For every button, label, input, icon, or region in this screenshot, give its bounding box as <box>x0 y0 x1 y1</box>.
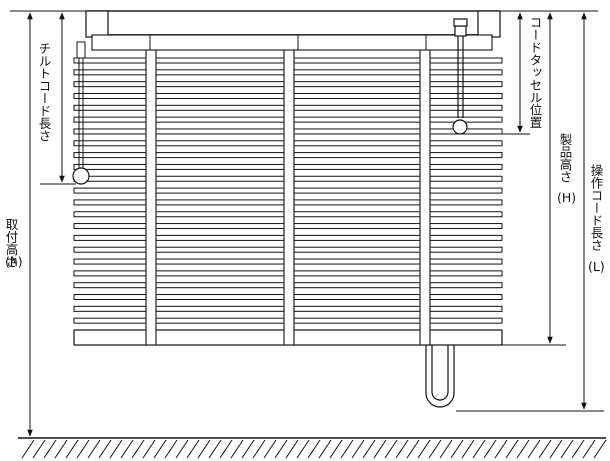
hatch-line <box>296 439 310 459</box>
hatch-line <box>54 439 68 459</box>
hatch-line <box>76 439 90 459</box>
dimension-operation-cord-length <box>456 12 604 412</box>
hatch-line <box>384 439 398 459</box>
hatch-line <box>329 439 343 459</box>
hatch-line <box>450 439 464 459</box>
floor-hatching <box>21 439 607 459</box>
hatch-line <box>417 439 431 459</box>
head-rail <box>85 10 501 51</box>
hatch-line <box>593 439 607 459</box>
ladder-tape <box>419 39 431 346</box>
mounting-height-symbol: (h) <box>5 254 23 269</box>
hatch-line <box>153 439 167 459</box>
product-height-label: 製品高さ <box>558 133 573 183</box>
hatch-line <box>98 439 112 459</box>
hatch-line <box>516 439 530 459</box>
hatch-line <box>120 439 134 459</box>
bracket-right <box>477 10 501 38</box>
hatch-line <box>131 439 145 459</box>
hatch-line <box>197 439 211 459</box>
hatch-line <box>65 439 79 459</box>
hatch-line <box>571 439 585 459</box>
dimension-product-height <box>500 12 566 346</box>
hatch-line <box>164 439 178 459</box>
floor <box>18 437 607 459</box>
hatch-line <box>32 439 46 459</box>
hatch-line <box>252 439 266 459</box>
rail-front <box>91 34 493 51</box>
operation-cord-length-symbol: (L) <box>588 259 605 274</box>
hatch-line <box>43 439 57 459</box>
hatch-line <box>428 439 442 459</box>
hatch-line <box>395 439 409 459</box>
hatch-line <box>142 439 156 459</box>
hatch-line <box>439 439 453 459</box>
dimension-cord-tassel-position <box>468 10 598 135</box>
hatch-line <box>263 439 277 459</box>
hatch-line <box>461 439 475 459</box>
operation-cord-tassel[interactable] <box>452 119 468 135</box>
cord-tassel-position-label: コードタッセル位置 <box>528 16 543 129</box>
hatch-line <box>21 439 35 459</box>
hatch-line <box>109 439 123 459</box>
hatch-line <box>582 439 596 459</box>
dimension-tilt-cord-length <box>40 10 78 185</box>
hatch-line <box>175 439 189 459</box>
bracket-left <box>85 10 109 38</box>
hatch-line <box>274 439 288 459</box>
hatch-line <box>351 439 365 459</box>
hatch-line <box>483 439 497 459</box>
hatch-line <box>219 439 233 459</box>
hatch-line <box>538 439 552 459</box>
tilt-cord-tassel[interactable] <box>72 167 90 185</box>
hatch-line <box>505 439 519 459</box>
hatch-line <box>208 439 222 459</box>
hatch-line <box>560 439 574 459</box>
hatch-line <box>87 439 101 459</box>
product-height-symbol: (H) <box>557 190 576 205</box>
hatch-line <box>362 439 376 459</box>
ladder-tape <box>145 39 157 346</box>
operation-cord-length-label: 操作コード長さ <box>589 163 604 252</box>
hatch-line <box>527 439 541 459</box>
hatch-line <box>340 439 354 459</box>
hatch-line <box>186 439 200 459</box>
hatch-line <box>241 439 255 459</box>
tilt-cord[interactable] <box>72 41 90 185</box>
hatch-line <box>494 439 508 459</box>
hatch-line <box>373 439 387 459</box>
ladder-tape <box>283 39 295 346</box>
mounting-height-label: 取付高さ <box>4 218 19 268</box>
hatch-line <box>472 439 486 459</box>
hatch-line <box>307 439 321 459</box>
hatch-line <box>318 439 332 459</box>
hatch-line <box>285 439 299 459</box>
hatch-line <box>406 439 420 459</box>
hatch-line <box>549 439 563 459</box>
operation-cord[interactable] <box>425 18 468 408</box>
tilt-cord-length-label: チルトコード長さ <box>37 42 52 142</box>
hatch-line <box>230 439 244 459</box>
